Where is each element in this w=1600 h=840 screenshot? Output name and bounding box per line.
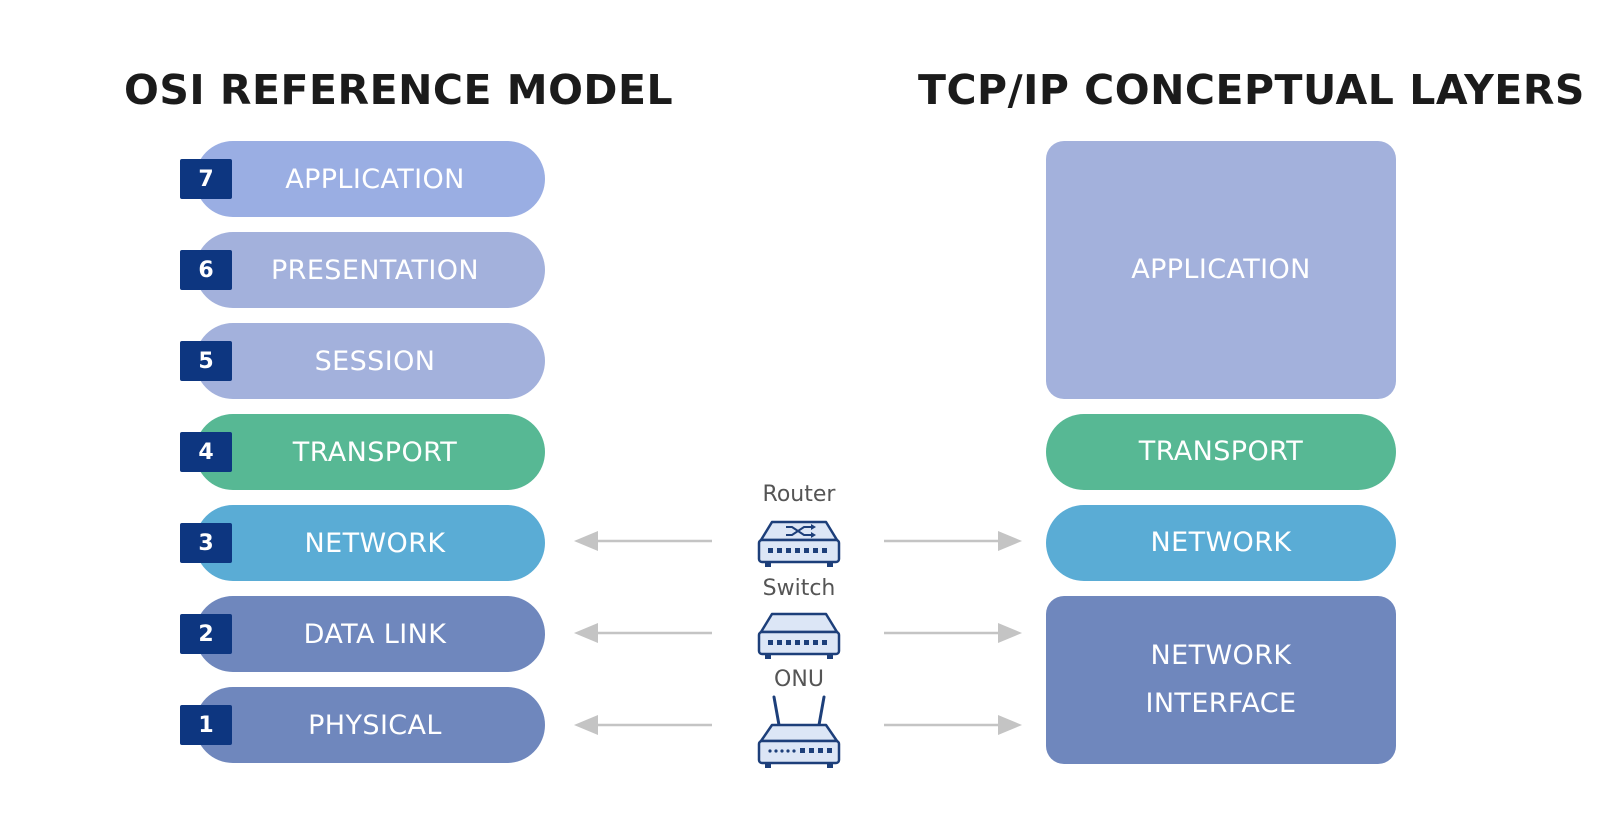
arrow-switch-right xyxy=(884,623,1022,643)
arrow-onu-left xyxy=(574,715,712,735)
router-label: Router xyxy=(762,482,836,507)
osi-layer-label: NETWORK xyxy=(304,527,446,559)
osi-layer-label: SESSION xyxy=(314,345,436,377)
osi-layer-transport: TRANSPORT xyxy=(195,414,545,490)
tcp-layer-transport: TRANSPORT xyxy=(1046,414,1396,490)
arrow-onu-right xyxy=(884,715,1022,735)
layer-number-badge: 4 xyxy=(180,432,232,472)
onu-label: ONU xyxy=(774,667,824,692)
tcp-layer-label-line1: NETWORK xyxy=(1150,640,1292,671)
onu-icon xyxy=(757,695,841,768)
tcp-layer-label: NETWORK xyxy=(1150,527,1292,558)
router-icon xyxy=(757,520,841,567)
arrow-router-left xyxy=(574,531,712,551)
osi-layer-application: APPLICATION xyxy=(195,141,545,217)
switch-icon xyxy=(757,612,841,659)
osi-layer-physical: PHYSICAL xyxy=(195,687,545,763)
osi-layer-network: NETWORK xyxy=(195,505,545,581)
tcp-layer-network: NETWORK xyxy=(1046,505,1396,581)
osi-layer-data-link: DATA LINK xyxy=(195,596,545,672)
tcp-layer-network-interface: NETWORK INTERFACE xyxy=(1046,596,1396,764)
layer-number-badge: 2 xyxy=(180,614,232,654)
osi-layer-label: TRANSPORT xyxy=(292,436,458,468)
osi-layer-session: SESSION xyxy=(195,323,545,399)
layer-number-badge: 7 xyxy=(180,159,232,199)
layer-number-badge: 3 xyxy=(180,523,232,563)
switch-label: Switch xyxy=(762,576,836,601)
arrow-switch-left xyxy=(574,623,712,643)
tcp-layer-application: APPLICATION xyxy=(1046,141,1396,399)
osi-layer-label: PRESENTATION xyxy=(271,254,479,286)
layer-number-badge: 5 xyxy=(180,341,232,381)
osi-layer-label: DATA LINK xyxy=(303,618,447,650)
tcp-layer-label: APPLICATION xyxy=(1131,254,1311,285)
tcp-ip-title: TCP/IP CONCEPTUAL LAYERS xyxy=(918,66,1585,114)
tcp-layer-label: TRANSPORT xyxy=(1138,436,1304,467)
osi-layer-label: APPLICATION xyxy=(285,163,465,195)
osi-layer-label: PHYSICAL xyxy=(308,709,442,741)
arrow-router-right xyxy=(884,531,1022,551)
layer-number-badge: 1 xyxy=(180,705,232,745)
tcp-layer-label-line2: INTERFACE xyxy=(1145,688,1297,719)
osi-model-title: OSI REFERENCE MODEL xyxy=(124,66,674,114)
osi-layer-presentation: PRESENTATION xyxy=(195,232,545,308)
layer-number-badge: 6 xyxy=(180,250,232,290)
